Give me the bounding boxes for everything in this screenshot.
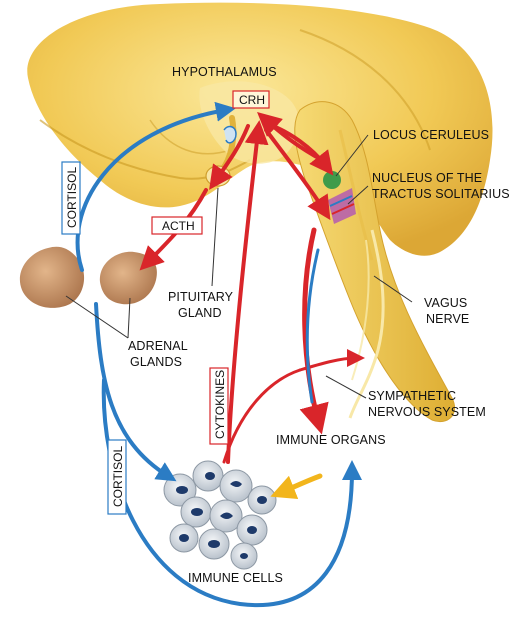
adrenal-gland-left (19, 246, 85, 308)
organs-to-cells-arrow (270, 473, 323, 499)
cortisol-lower-box (107, 439, 127, 515)
label-cortisol-lower: CORTISOL (111, 446, 125, 507)
label-acth: ACTH (162, 219, 195, 233)
vagus-nerve (348, 229, 385, 419)
sympathetic-branch-arrow (298, 349, 365, 372)
label-locus-ceruleus: LOCUS CERULEUS (373, 128, 489, 142)
nucleus-tractus-solitarius-node (328, 188, 356, 224)
label-nucleus-line1: NUCLEUS OF THE (372, 171, 482, 185)
immune-cells-cluster (163, 460, 277, 570)
label-hypothalamus: HYPOTHALAMUS (172, 65, 277, 79)
label-crh: CRH (239, 93, 265, 107)
label-cortisol-upper: CORTISOL (65, 167, 79, 228)
label-sympathetic-line1: SYMPATHETIC (368, 389, 456, 403)
leader-lines (65, 134, 413, 399)
label-immune-organs: IMMUNE ORGANS (276, 433, 386, 447)
cortisol-upper-box (61, 161, 81, 235)
locus-to-crh-arrow (257, 112, 324, 162)
cortisol-lower-arrow (94, 302, 177, 482)
acth-box (151, 216, 203, 235)
label-adrenal-line2: GLANDS (130, 355, 182, 369)
label-vagus-line1: VAGUS (424, 296, 467, 310)
label-sympathetic-line2: NERVOUS SYSTEM (368, 405, 486, 419)
cytokines-arrow (226, 120, 269, 464)
label-pituitary-line2: GLAND (178, 306, 222, 320)
label-nucleus-line2: TRACTUS SOLITARIUS (372, 187, 509, 201)
crh-box (232, 90, 270, 109)
label-immune-cells: IMMUNE CELLS (188, 571, 283, 585)
label-pituitary-line1: PITUITARY (168, 290, 234, 304)
label-cytokines: CYTOKINES (213, 370, 227, 439)
cortisol-upper-arrow (75, 101, 236, 272)
cytokines-box (209, 367, 229, 445)
label-vagus-line2: NERVE (426, 312, 469, 326)
label-adrenal-line1: ADRENAL (128, 339, 188, 353)
crh-to-nucleus-arrow (264, 128, 331, 221)
